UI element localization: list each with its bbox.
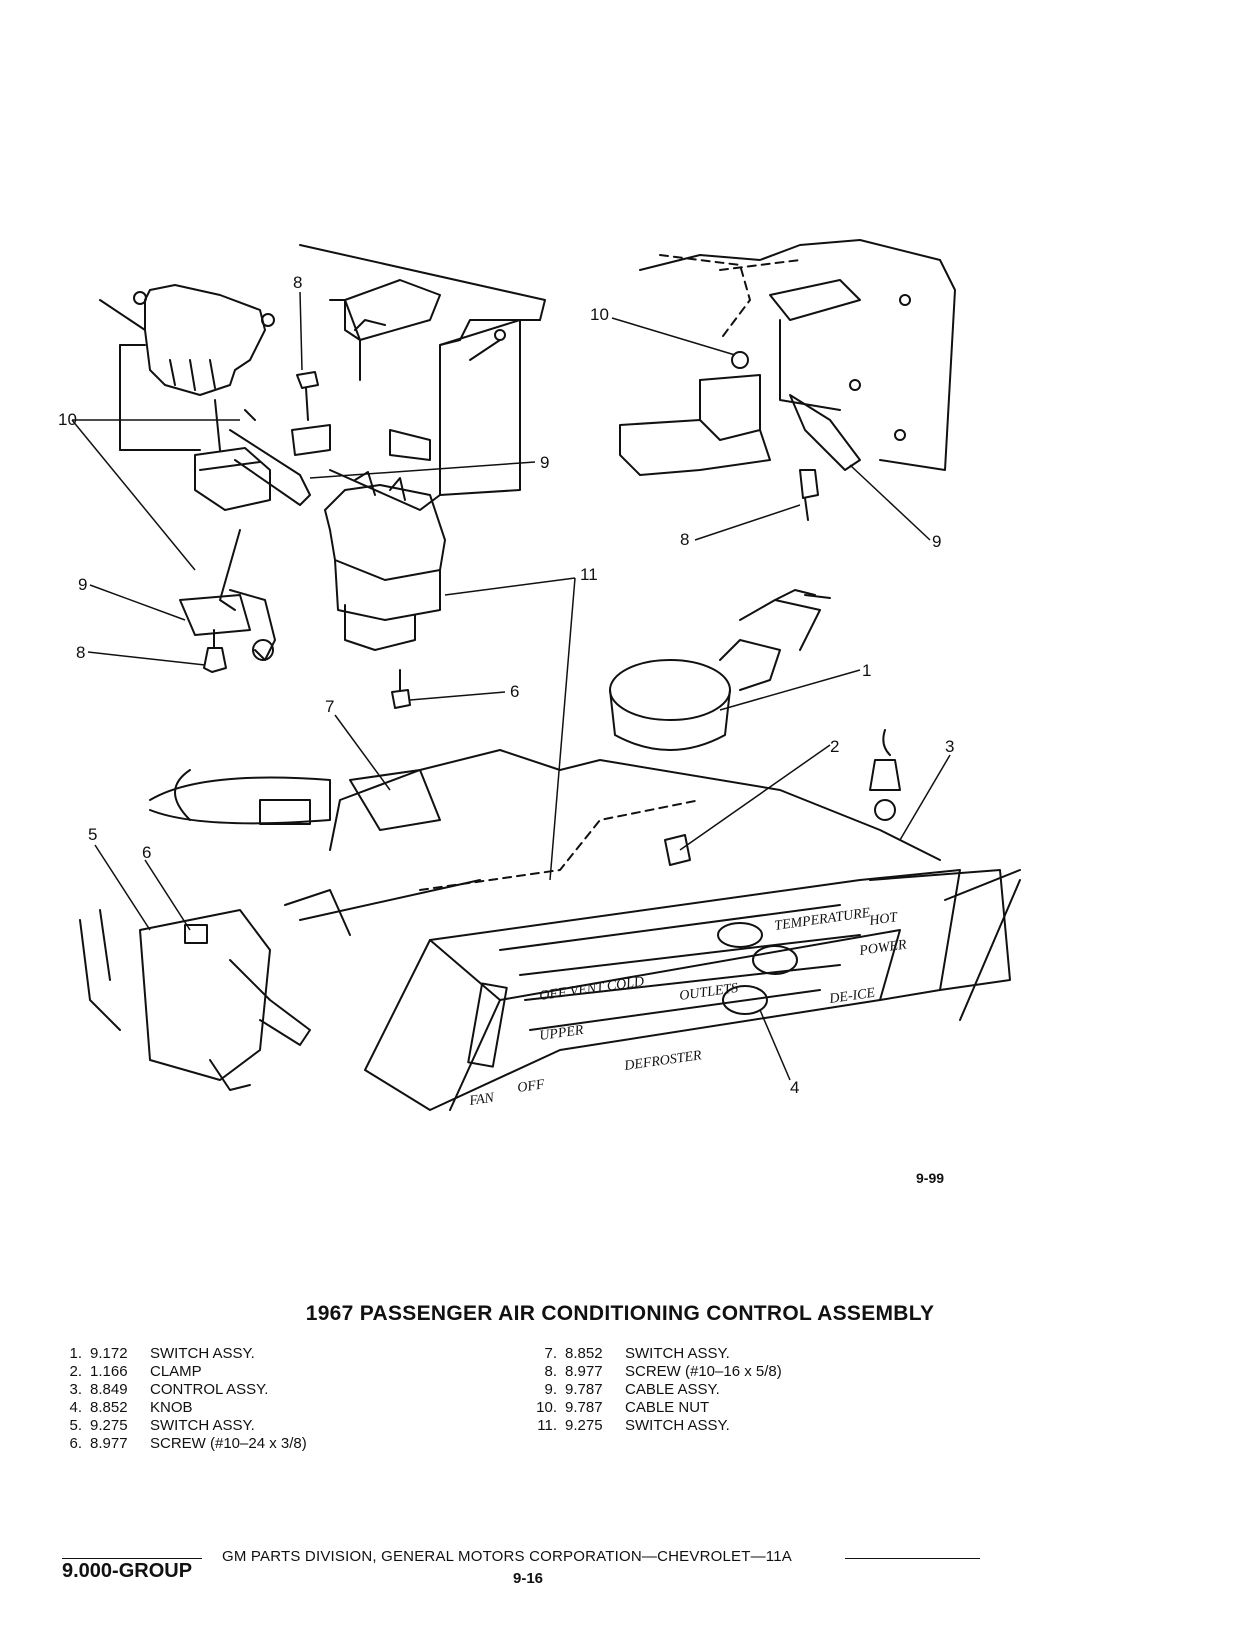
panel-label-off-vent-cold: OFF VENT COLD — [538, 974, 645, 1004]
part-number: 6. — [69, 1435, 82, 1452]
group-label: 9.000-GROUP — [62, 1560, 193, 1582]
part-code: 9.275 — [90, 1417, 128, 1434]
panel-label-deice: DE-ICE — [827, 986, 876, 1007]
callout-10-right: 10 — [590, 305, 609, 324]
footer-text: GM PARTS DIVISION, GENERAL MOTORS CORPOR… — [222, 1548, 792, 1565]
screw-6 — [391, 689, 411, 709]
part-code: 9.787 — [565, 1399, 603, 1416]
panel-label-defroster: DEFROSTER — [622, 1048, 703, 1074]
part-description: SCREW (#10–16 x 5/8) — [625, 1363, 782, 1380]
part-row: 11. 9.275 SWITCH ASSY. — [535, 1417, 782, 1435]
callout-9-right: 9 — [932, 532, 941, 551]
panel-label-hot: HOT — [867, 910, 899, 929]
panel-label-upper: UPPER — [538, 1023, 584, 1044]
part-description: KNOB — [150, 1399, 193, 1416]
page-title: 1967 PASSENGER AIR CONDITIONING CONTROL … — [305, 1302, 935, 1325]
part-code: 8.852 — [565, 1345, 603, 1362]
part-number: 3. — [69, 1381, 82, 1398]
part-row: 1. 9.172 SWITCH ASSY. — [60, 1345, 307, 1363]
panel-label-temp: TEMPERATURE — [773, 906, 871, 934]
part-code: 9.275 — [565, 1417, 603, 1434]
part-description: SWITCH ASSY. — [150, 1345, 255, 1362]
part-description: CABLE ASSY. — [625, 1381, 720, 1398]
part-row: 7. 8.852 SWITCH ASSY. — [535, 1345, 782, 1363]
footer-rule-right — [845, 1558, 980, 1559]
part-description: SWITCH ASSY. — [150, 1417, 255, 1434]
part-row: 6. 8.977 SCREW (#10–24 x 3/8) — [60, 1435, 307, 1453]
part-description: SCREW (#10–24 x 3/8) — [150, 1435, 307, 1452]
part-number: 2. — [69, 1363, 82, 1380]
top-right-dash — [639, 239, 956, 471]
part-row: 3. 8.849 CONTROL ASSY. — [60, 1381, 307, 1399]
panel-label-outlets: OUTLETS — [678, 981, 739, 1004]
callout-1: 1 — [862, 661, 871, 680]
part-number: 1. — [69, 1345, 82, 1362]
callout-3: 3 — [945, 737, 954, 756]
part-code: 8.977 — [90, 1435, 128, 1452]
callout-6-left: 6 — [142, 843, 151, 862]
callout-5: 5 — [88, 825, 97, 844]
callout-7: 7 — [325, 697, 334, 716]
exploded-view-diagram: 8 10 9 11 9 8 6 7 1 2 3 4 5 6 10 8 9 TEM… — [58, 239, 1021, 1111]
part-description: SWITCH ASSY. — [625, 1417, 730, 1434]
part-description: CONTROL ASSY. — [150, 1381, 269, 1398]
part-number: 7. — [544, 1345, 557, 1362]
footer-rule-left — [62, 1558, 202, 1559]
part-number: 5. — [69, 1417, 82, 1434]
part-description: CLAMP — [150, 1363, 202, 1380]
callout-6-mid: 6 — [510, 682, 519, 701]
panel-label-off: OFF — [516, 1077, 545, 1096]
part-description: CABLE NUT — [625, 1399, 710, 1416]
callout-8-left: 8 — [76, 643, 85, 662]
round-switch-1 — [609, 659, 731, 721]
switch-assembly-11 — [324, 484, 446, 581]
part-code: 8.852 — [90, 1399, 128, 1416]
screw-top — [296, 371, 319, 389]
part-row: 5. 9.275 SWITCH ASSY. — [60, 1417, 307, 1435]
part-code: 8.977 — [565, 1363, 603, 1380]
part-number: 10. — [536, 1399, 557, 1416]
part-row: 10. 9.787 CABLE NUT — [535, 1399, 782, 1417]
part-row: 9. 9.787 CABLE ASSY. — [535, 1381, 782, 1399]
upper-dash-bracket — [299, 244, 546, 511]
part-number: 4. — [69, 1399, 82, 1416]
panel-label-power: POWER — [857, 937, 907, 959]
part-description: SWITCH ASSY. — [625, 1345, 730, 1362]
part-row: 8. 8.977 SCREW (#10–16 x 5/8) — [535, 1363, 782, 1381]
part-code: 9.787 — [565, 1381, 603, 1398]
switch-assembly-top-left — [144, 284, 266, 396]
side-switch-5 — [139, 909, 271, 1081]
callout-2: 2 — [830, 737, 839, 756]
part-number: 9. — [544, 1381, 557, 1398]
figure-number: 9-99 — [916, 1170, 945, 1186]
callout-8-right: 8 — [680, 530, 689, 549]
part-code: 9.172 — [90, 1345, 128, 1362]
callout-9-mid: 9 — [540, 453, 549, 472]
panel-label-fan: FAN — [467, 1091, 495, 1110]
part-code: 1.166 — [90, 1363, 128, 1380]
callout-11: 11 — [580, 565, 598, 584]
page-number: 9-16 — [513, 1570, 544, 1587]
callout-8-top: 8 — [293, 273, 302, 292]
part-number: 11. — [537, 1417, 557, 1434]
callout-9-left: 9 — [78, 575, 87, 594]
callout-4: 4 — [790, 1078, 799, 1097]
screw-left — [203, 647, 227, 673]
callout-10-left: 10 — [58, 410, 77, 429]
part-code: 8.849 — [90, 1381, 128, 1398]
part-row: 2. 1.166 CLAMP — [60, 1363, 307, 1381]
part-row: 4. 8.852 KNOB — [60, 1399, 307, 1417]
part-number: 8. — [544, 1363, 557, 1380]
